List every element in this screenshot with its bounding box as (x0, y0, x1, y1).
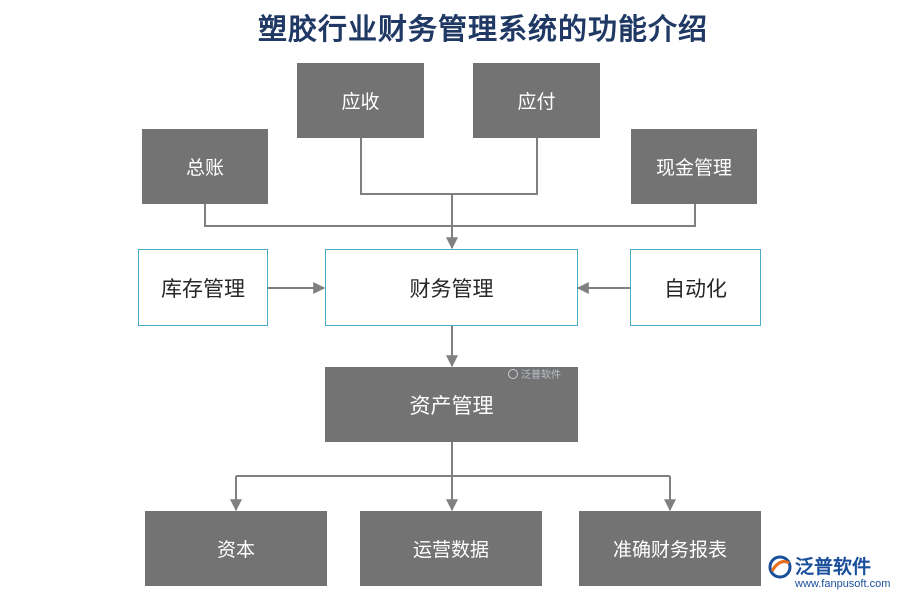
node-automation: 自动化 (630, 249, 761, 326)
node-accurate-financial-statements: 准确财务报表 (579, 511, 761, 586)
diagram-title: 塑胶行业财务管理系统的功能介绍 (257, 12, 708, 46)
node-operating-data: 运营数据 (360, 511, 542, 586)
watermark-logo-icon (508, 368, 518, 379)
brand-swirl-icon (768, 555, 792, 579)
node-financial-management: 财务管理 (325, 249, 578, 326)
watermark: 泛普软件 (508, 366, 561, 381)
node-cash-management: 现金管理 (631, 129, 757, 204)
node-inventory-management: 库存管理 (138, 249, 268, 326)
line-receivable-payable (360, 138, 538, 195)
node-general-ledger: 总账 (142, 129, 268, 204)
line-ledger-cash (204, 204, 696, 227)
node-receivable: 应收 (297, 63, 424, 138)
node-asset-management: 资产管理 (325, 367, 578, 442)
brand-logo: 泛普软件 www.fanpusoft.com (765, 550, 895, 600)
node-capital: 资本 (145, 511, 327, 586)
watermark-text: 泛普软件 (521, 370, 561, 381)
node-payable: 应付 (473, 63, 600, 138)
brand-name: 泛普软件 (795, 556, 872, 578)
brand-url: www.fanpusoft.com (795, 578, 891, 590)
